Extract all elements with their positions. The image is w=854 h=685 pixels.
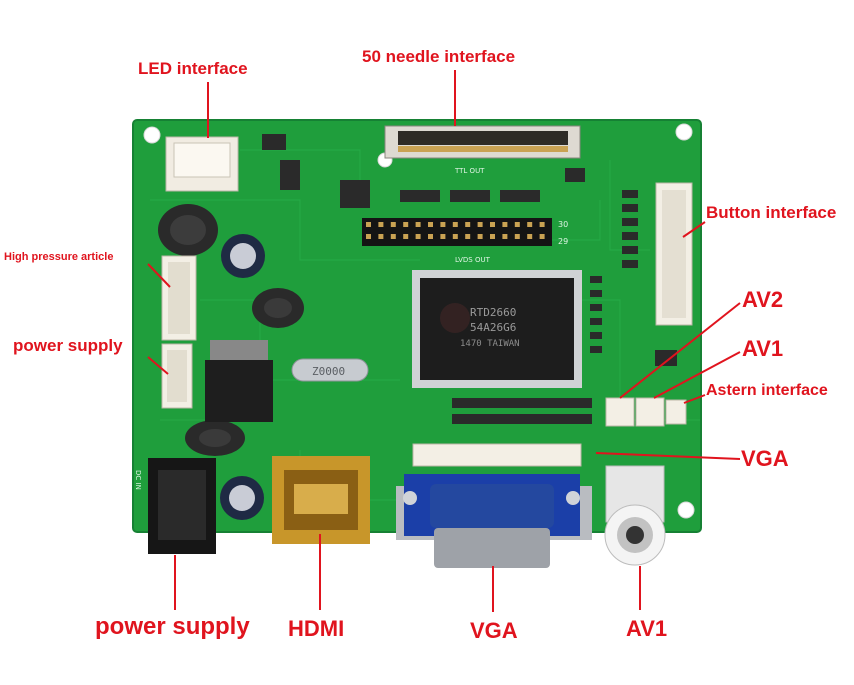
electrolytic-capacitor-2 <box>220 476 264 520</box>
main-controller-chip: RTD2660 54A26G6 1470 TAIWAN <box>412 270 582 388</box>
inductor-top-left <box>158 204 218 256</box>
lvds-out-silkscreen: LVDS OUT <box>455 256 491 264</box>
fpc-50pin-connector <box>384 125 581 159</box>
crystal-marking: Z0000 <box>312 365 345 378</box>
label-power-supply-bottom: power supply <box>95 613 250 640</box>
mount-hole-top-right <box>675 123 693 141</box>
crystal-oscillator: Z0000 <box>291 358 369 382</box>
smd-resistor-array <box>262 134 677 366</box>
mount-hole-top-left <box>143 126 161 144</box>
led-connector <box>165 136 239 192</box>
chip-marking-3: 1470 TAIWAN <box>460 339 520 349</box>
voltage-regulator <box>205 340 273 422</box>
pin-30-silkscreen: 30 <box>558 220 568 229</box>
ttl-out-silkscreen: TTL OUT <box>454 167 485 175</box>
callout-lines <box>147 70 741 612</box>
hdmi-connector <box>272 456 370 544</box>
smd-resistor-row <box>452 398 592 424</box>
label-astern-interface: Astern interface <box>706 382 828 399</box>
vga-header-strip <box>412 443 582 467</box>
mount-hole-bottom-right <box>677 501 695 519</box>
label-av1-right: AV1 <box>742 336 784 361</box>
pin-header-30 <box>362 218 552 246</box>
chip-marking-1: RTD2660 <box>470 306 516 319</box>
vga-connector <box>396 474 592 568</box>
label-50-needle-interface: 50 needle interface <box>362 47 516 66</box>
label-av2: AV2 <box>742 287 784 312</box>
electrolytic-capacitor-1 <box>221 234 265 278</box>
label-vga-right: VGA <box>741 446 789 471</box>
label-led-interface: LED interface <box>138 59 248 78</box>
label-vga-bottom: VGA <box>470 618 518 643</box>
dc-in-silkscreen: DC IN <box>134 470 142 490</box>
inductor-mid <box>252 288 304 328</box>
label-power-supply-top: power supply <box>13 336 123 355</box>
rca-av-jack <box>604 465 666 566</box>
label-av1-bottom: AV1 <box>626 616 668 641</box>
inductor-bottom <box>185 420 245 456</box>
high-pressure-connector <box>161 255 197 341</box>
pin-29-silkscreen: 29 <box>558 237 568 246</box>
label-button-interface: Button interface <box>706 203 837 222</box>
dc-power-jack <box>148 458 216 554</box>
chip-marking-2: 54A26G6 <box>470 321 516 334</box>
av-connectors <box>605 397 687 427</box>
button-connector <box>655 182 693 326</box>
label-hdmi: HDMI <box>288 616 345 641</box>
label-high-pressure-article: High pressure article <box>4 251 114 263</box>
power-supply-connector <box>161 343 193 409</box>
